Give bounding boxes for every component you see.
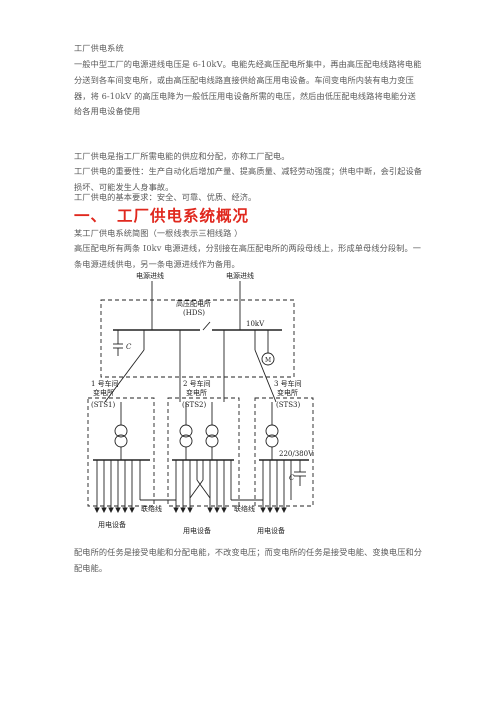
feeder-sts1 xyxy=(104,349,145,403)
label-lv: 220/380V xyxy=(279,450,314,458)
label-hds-code: (HDS) xyxy=(183,309,205,317)
label-source-in-left: 电源进线 xyxy=(136,271,164,280)
label-sts2-l2: 变电所 xyxy=(186,388,207,397)
diagram-description: 高压配电所有两条 I0kv 电源进线，分别接在高压配电所的两段母线上，形成单母线… xyxy=(74,243,422,269)
label-tie-right: 联络线 xyxy=(234,504,255,513)
label-sts3-code: (STS3) xyxy=(276,401,300,409)
section-title: 工厂供电系统概况 xyxy=(117,207,250,225)
label-hv: 10kV xyxy=(246,320,265,328)
label-load-2: 用电设备 xyxy=(183,526,211,535)
label-hds-name: 高压配电所 xyxy=(176,299,211,308)
feeder-sts3 xyxy=(254,349,277,403)
label-load-1: 用电设备 xyxy=(98,520,126,529)
label-cap: C xyxy=(126,343,132,351)
diagram-caption: 某工厂供电系统简图（一根线表示三相线路 ） xyxy=(74,228,243,238)
label-sts3-l2: 变电所 xyxy=(277,388,298,397)
motor-symbol xyxy=(261,352,275,366)
label-source-in-right: 电源进线 xyxy=(226,271,254,280)
label-tie-left: 联络线 xyxy=(141,504,162,513)
label-sts2-code: (STS2) xyxy=(182,401,206,409)
sts2-box xyxy=(167,397,240,507)
sts1-box xyxy=(87,397,155,507)
hds-box xyxy=(100,299,295,378)
label-sts3-l1: 3 号车间 xyxy=(274,379,302,388)
label-sts1-code: (STS1) xyxy=(91,401,115,409)
label-motor: M xyxy=(265,357,271,364)
title-line: 工厂供电系统 xyxy=(74,43,124,53)
section-number: 一、 xyxy=(74,207,108,225)
definition-line: 工厂供电是指工厂所需电能的供应和分配，亦称工厂配电。 xyxy=(74,151,290,161)
label-load-3: 用电设备 xyxy=(257,526,285,535)
load-arrows xyxy=(94,507,287,514)
intro-paragraph: 一般中型工厂的电源进线电压是 6-10kV。电能先经高压配电所集中，再由高压配电… xyxy=(74,59,422,117)
section-heading: 一、工厂供电系统概况 xyxy=(74,204,249,226)
sts3-box xyxy=(254,397,314,507)
closing-paragraph: 配电所的任务是接受电能和分配电能，不改变电压；而变电所的任务是接受电能、变换电压… xyxy=(74,547,423,573)
label-sts2-l1: 2 号车间 xyxy=(183,379,211,388)
label-sts1-l1: 1 号车间 xyxy=(91,379,119,388)
bus-tie-switch xyxy=(202,321,211,331)
requirements-line: 工厂供电的基本要求：安全、可靠、优质、经济。 xyxy=(74,192,257,202)
label-cap3: C xyxy=(289,474,295,482)
label-sts1-l2: 变电所 xyxy=(93,388,114,397)
importance-paragraph: 工厂供电的重要性：生产自动化后增加产量、提高质量、减轻劳动强度；供电中断，会引起… xyxy=(74,166,423,192)
